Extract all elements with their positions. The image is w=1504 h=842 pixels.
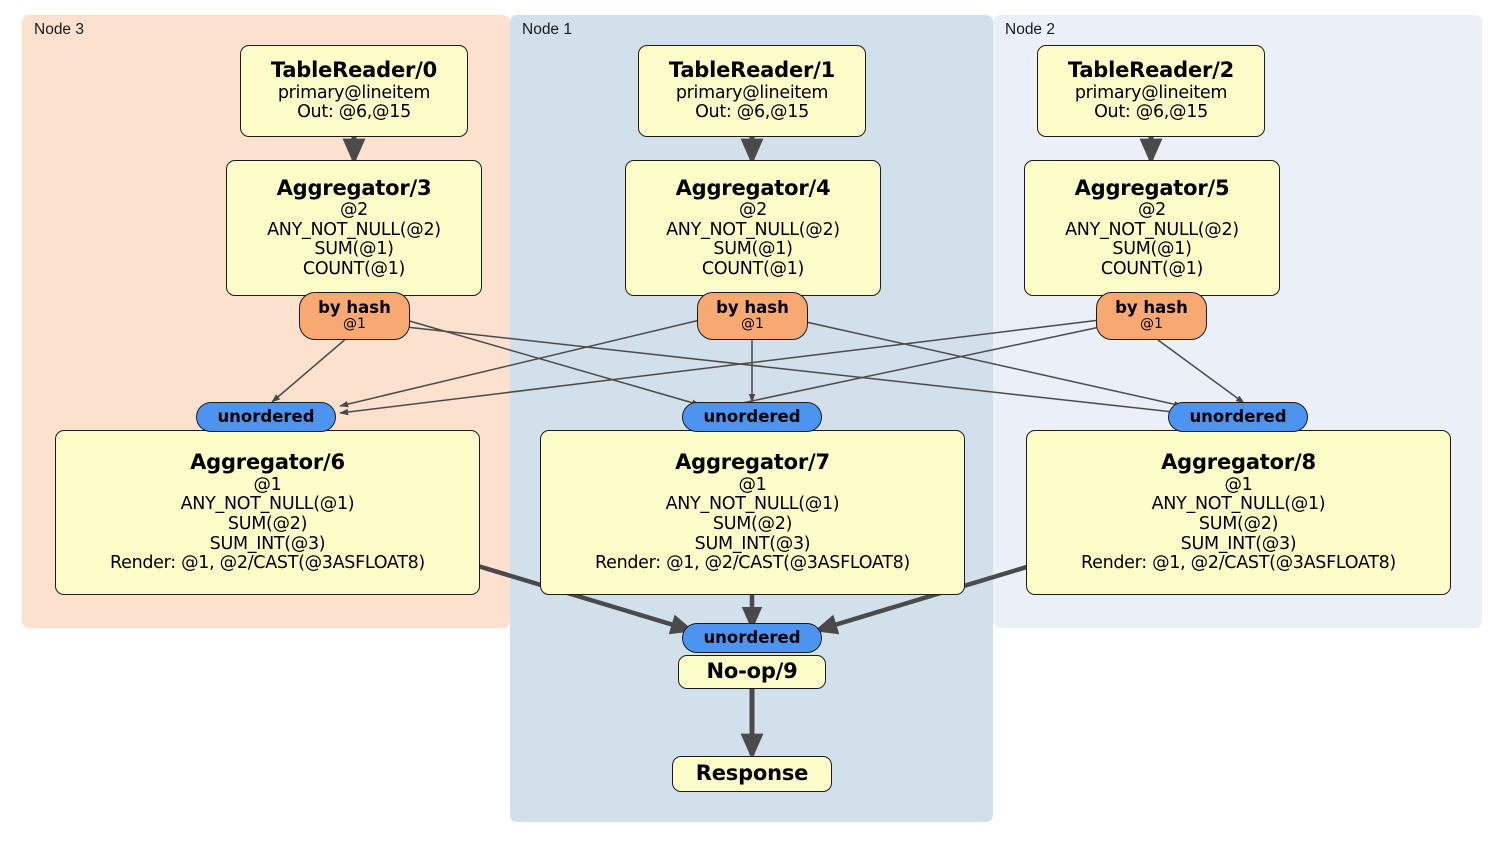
processor-line: Out: @6,@15: [695, 102, 809, 123]
router-by-hash-right[interactable]: by hash @1: [1096, 292, 1207, 340]
processor-title: Aggregator/8: [1161, 450, 1316, 475]
processor-line: COUNT(@1): [701, 258, 805, 279]
node-panel-label-node2: Node 2: [1005, 21, 1055, 38]
processor-line: primary@lineitem: [675, 82, 829, 103]
processor-title: Aggregator/7: [675, 450, 830, 475]
processor-line: ANY_NOT_NULL(@2): [666, 219, 840, 240]
processor-line: ANY_NOT_NULL(@1): [1151, 494, 1326, 515]
processor-line: @2: [339, 200, 369, 221]
node-panel-label-node1: Node 1: [522, 21, 572, 38]
router-unordered-mid[interactable]: unordered: [682, 402, 822, 432]
processor-aggregator-6[interactable]: Aggregator/6 @1 ANY_NOT_NULL(@1) SUM(@2)…: [55, 430, 480, 595]
processor-tablereader-0[interactable]: TableReader/0 primary@lineitem Out: @6,@…: [240, 45, 468, 137]
router-type-label: by hash: [1115, 298, 1188, 318]
processor-line: primary@lineitem: [1074, 82, 1228, 103]
processor-line: Render: @1, @2/CAST(@3ASFLOAT8): [595, 553, 910, 574]
router-unordered-final[interactable]: unordered: [682, 623, 822, 653]
processor-aggregator-3[interactable]: Aggregator/3 @2 ANY_NOT_NULL(@2) SUM(@1)…: [226, 160, 482, 296]
processor-line: ANY_NOT_NULL(@1): [665, 494, 840, 515]
processor-title: Aggregator/3: [276, 175, 432, 200]
processor-aggregator-8[interactable]: Aggregator/8 @1 ANY_NOT_NULL(@1) SUM(@2)…: [1026, 430, 1451, 595]
processor-line: SUM_INT(@3): [209, 533, 326, 554]
router-unordered-left[interactable]: unordered: [196, 402, 336, 432]
processor-line: Render: @1, @2/CAST(@3ASFLOAT8): [110, 553, 425, 574]
router-column-label: @1: [343, 316, 366, 333]
processor-line: SUM(@1): [713, 239, 793, 260]
processor-title: No-op/9: [706, 659, 798, 684]
router-type-label: unordered: [703, 406, 801, 426]
processor-line: SUM_INT(@3): [1180, 533, 1297, 554]
router-unordered-right[interactable]: unordered: [1168, 402, 1308, 432]
node-panel-label-node3: Node 3: [34, 21, 84, 38]
processor-line: ANY_NOT_NULL(@1): [180, 494, 355, 515]
processor-aggregator-4[interactable]: Aggregator/4 @2 ANY_NOT_NULL(@2) SUM(@1)…: [625, 160, 881, 296]
processor-line: COUNT(@1): [1100, 258, 1204, 279]
router-column-label: @1: [741, 316, 764, 333]
processor-line: Out: @6,@15: [1094, 102, 1208, 123]
processor-line: ANY_NOT_NULL(@2): [1065, 219, 1239, 240]
processor-line: COUNT(@1): [302, 258, 406, 279]
processor-tablereader-1[interactable]: TableReader/1 primary@lineitem Out: @6,@…: [638, 45, 866, 137]
router-column-label: @1: [1140, 316, 1163, 333]
processor-line: SUM(@2): [227, 513, 308, 534]
processor-line: @1: [253, 474, 282, 495]
router-by-hash-left[interactable]: by hash @1: [299, 292, 410, 340]
router-by-hash-mid[interactable]: by hash @1: [697, 292, 808, 340]
processor-line: SUM(@1): [314, 239, 394, 260]
processor-title: TableReader/2: [1067, 58, 1235, 83]
processor-tablereader-2[interactable]: TableReader/2 primary@lineitem Out: @6,@…: [1037, 45, 1265, 137]
processor-line: @1: [738, 474, 767, 495]
router-type-label: by hash: [716, 298, 789, 318]
processor-aggregator-7[interactable]: Aggregator/7 @1 ANY_NOT_NULL(@1) SUM(@2)…: [540, 430, 965, 595]
processor-title: Aggregator/5: [1074, 175, 1230, 200]
router-type-label: unordered: [217, 406, 315, 426]
processor-line: @2: [1137, 200, 1167, 221]
processor-title: TableReader/0: [270, 58, 438, 83]
processor-line: Out: @6,@15: [297, 102, 411, 123]
processor-aggregator-5[interactable]: Aggregator/5 @2 ANY_NOT_NULL(@2) SUM(@1)…: [1024, 160, 1280, 296]
processor-noop-9[interactable]: No-op/9: [678, 655, 826, 689]
router-type-label: unordered: [1189, 406, 1287, 426]
processor-line: @1: [1224, 474, 1253, 495]
processor-title: TableReader/1: [668, 58, 836, 83]
processor-line: Render: @1, @2/CAST(@3ASFLOAT8): [1081, 553, 1396, 574]
processor-line: SUM(@2): [1198, 513, 1279, 534]
processor-title: Aggregator/6: [190, 450, 345, 475]
processor-line: @2: [738, 200, 768, 221]
processor-title: Aggregator/4: [675, 175, 831, 200]
processor-line: SUM(@2): [712, 513, 793, 534]
processor-line: primary@lineitem: [277, 82, 431, 103]
processor-line: SUM_INT(@3): [694, 533, 811, 554]
processor-line: ANY_NOT_NULL(@2): [267, 219, 441, 240]
processor-response[interactable]: Response: [672, 756, 832, 792]
router-type-label: by hash: [318, 298, 391, 318]
processor-title: Response: [695, 761, 809, 786]
processor-line: SUM(@1): [1112, 239, 1192, 260]
router-type-label: unordered: [703, 627, 801, 647]
